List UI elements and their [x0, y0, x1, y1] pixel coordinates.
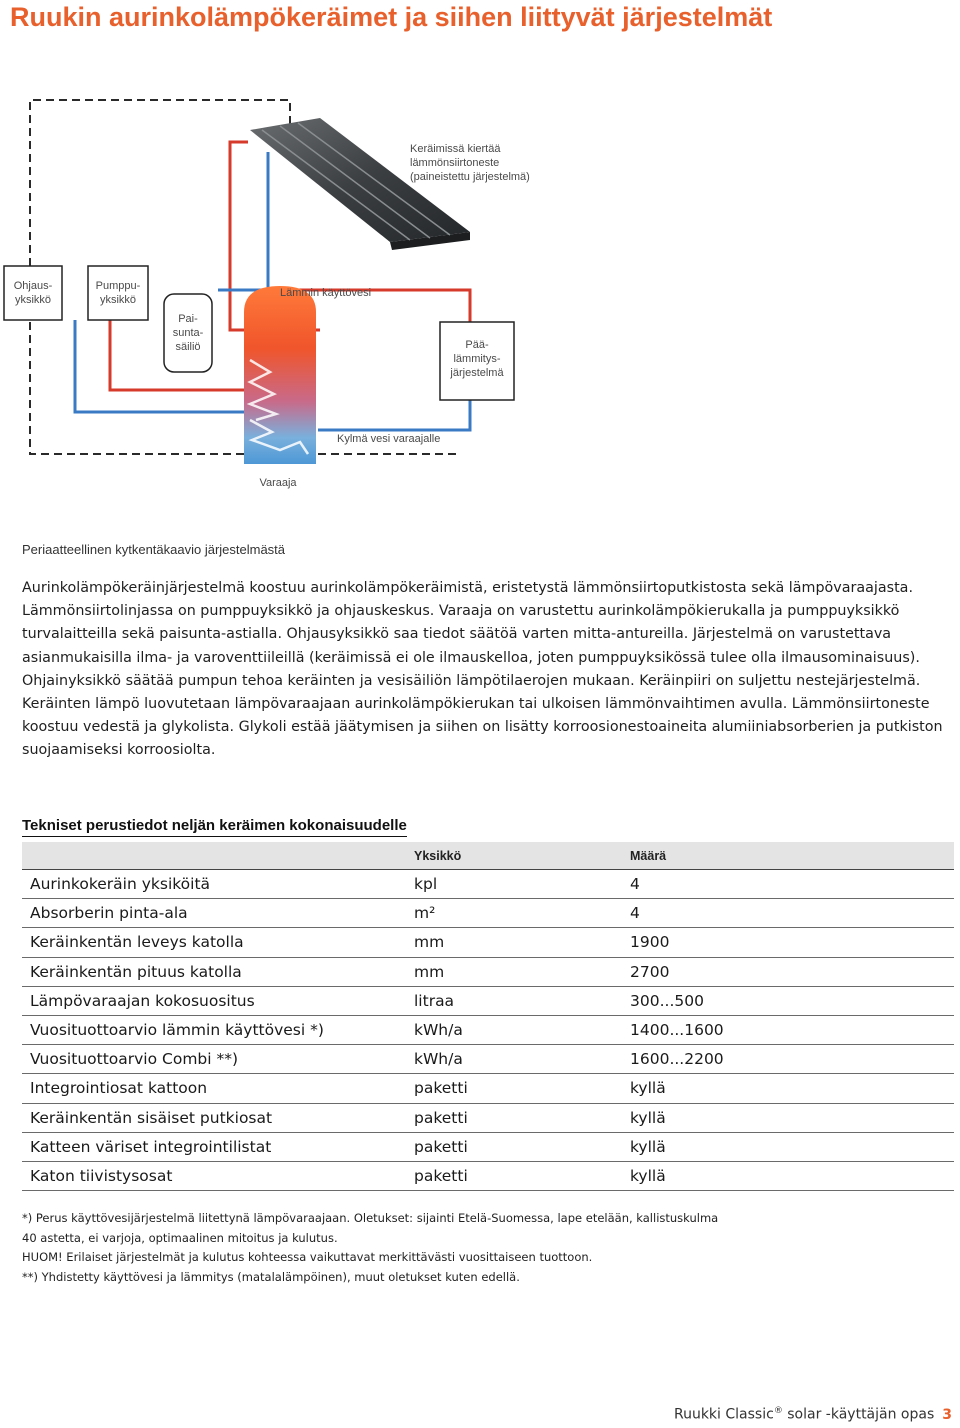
row-property: Lämpövaraajan kokosuositus — [22, 986, 414, 1016]
storage-tank — [244, 286, 316, 464]
expansion-label-3: säiliö — [175, 341, 200, 353]
specs-header-property — [22, 842, 414, 870]
specs-header-amount: Määrä — [630, 842, 954, 870]
footnote-1: *) Perus käyttövesijärjestelmä liitettyn… — [22, 1211, 719, 1225]
hot-water-label: Lämmin käyttövesi — [280, 287, 371, 299]
collector-label-1: Keräimissä kiertää — [410, 143, 501, 155]
hot-coil — [246, 358, 280, 422]
page-footer: Ruukki Classic® solar -käyttäjän opas 3 — [674, 1406, 952, 1423]
row-property: Katteen väriset integrointilistat — [22, 1132, 414, 1162]
pipe-collector-in — [218, 152, 270, 292]
collector-label-3: (paineistettu järjestelmä) — [410, 171, 530, 183]
row-unit: paketti — [414, 1161, 630, 1192]
description-paragraph: Aurinkolämpökeräinjärjestelmä koostuu au… — [22, 580, 943, 759]
row-unit: paketti — [414, 1073, 630, 1104]
row-amount: 4 — [630, 898, 954, 929]
collector-label-2: lämmönsiirtoneste — [410, 157, 499, 169]
footnotes: *) Perus käyttövesijärjestelmä liitettyn… — [22, 1209, 942, 1287]
cold-water-label: Kylmä vesi varaajalle — [337, 433, 440, 445]
row-unit: litraa — [414, 986, 630, 1016]
row-unit: mm — [414, 957, 630, 987]
controller-label-2: yksikkö — [15, 294, 51, 306]
main-heating-box: Pää- lämmitys- järjestelmä — [439, 321, 515, 401]
row-property: Vuosituottoarvio lämmin käyttövesi *) — [22, 1015, 414, 1046]
row-unit: m² — [414, 898, 630, 929]
pump-box: Pumppu- yksikkö — [87, 265, 149, 321]
footnote-note: HUOM! Erilaiset järjestelmät ja kulutus … — [22, 1250, 593, 1264]
main-heating-label-1: Pää- — [465, 339, 489, 351]
row-property: Keräinkentän sisäiset putkiosat — [22, 1103, 414, 1133]
row-unit: kpl — [414, 869, 630, 900]
row-amount: 4 — [630, 869, 954, 900]
main-heating-label-3: järjestelmä — [449, 367, 504, 379]
pipe-cold-water — [318, 400, 472, 432]
solar-coil — [248, 418, 310, 455]
row-unit: mm — [414, 927, 630, 958]
row-amount: 1900 — [630, 927, 954, 958]
page-title: Ruukin aurinkolämpökeräimet ja siihen li… — [10, 2, 773, 32]
solar-collector — [250, 118, 470, 250]
row-unit: paketti — [414, 1132, 630, 1162]
expansion-label-1: Pai- — [178, 313, 198, 325]
row-amount: 1600...2200 — [630, 1044, 954, 1075]
expansion-tank-box: Pai- sunta- säiliö — [163, 293, 213, 373]
footnote-2: **) Yhdistetty käyttövesi ja lämmitys (m… — [22, 1269, 520, 1284]
expansion-label-2: sunta- — [173, 327, 204, 339]
footer-text: solar -käyttäjän opas — [782, 1406, 935, 1423]
pump-label-1: Pumppu- — [96, 280, 141, 292]
table-row: Vuosituottoarvio lämmin käyttövesi *)kWh… — [22, 1015, 954, 1046]
row-unit: paketti — [414, 1103, 630, 1133]
row-amount: kyllä — [630, 1103, 954, 1133]
row-amount: 2700 — [630, 957, 954, 987]
main-heating-label-2: lämmitys- — [453, 353, 500, 365]
row-unit: kWh/a — [414, 1015, 630, 1046]
row-unit: kWh/a — [414, 1044, 630, 1075]
row-amount: 300...500 — [630, 986, 954, 1016]
pipe-return — [73, 320, 244, 414]
specs-header-row: Yksikkö Määrä — [22, 842, 954, 870]
sensor-lines — [29, 99, 460, 455]
controller-box: Ohjaus- yksikkö — [3, 265, 63, 321]
row-amount: kyllä — [630, 1161, 954, 1192]
row-amount: 1400...1600 — [630, 1015, 954, 1046]
tank-label: Varaaja — [259, 477, 297, 489]
diagram-caption: Periaatteellinen kytkentäkaavio järjeste… — [22, 542, 286, 557]
row-property: Keräinkentän leveys katolla — [22, 927, 414, 958]
specs-title: Tekniset perustiedot neljän keräimen kok… — [22, 817, 407, 837]
row-amount: kyllä — [630, 1132, 954, 1162]
system-diagram: Ohjaus- yksikkö Pumppu- yksikkö Pai- sun… — [3, 99, 530, 489]
row-property: Keräinkentän pituus katolla — [22, 957, 414, 987]
footnote-1-cont: 40 astetta, ei varjoja, optimaalinen mit… — [22, 1230, 338, 1245]
specs-header-unit: Yksikkö — [414, 842, 630, 870]
controller-label-1: Ohjaus- — [14, 280, 53, 292]
page-number: 3 — [942, 1406, 952, 1423]
row-property: Katon tiivistysosat — [22, 1161, 414, 1192]
row-property: Vuosituottoarvio Combi **) — [22, 1044, 414, 1075]
pump-label-2: yksikkö — [100, 294, 136, 306]
row-property: Integrointiosat kattoon — [22, 1073, 414, 1104]
row-property: Absorberin pinta-ala — [22, 898, 414, 929]
pipe-flow — [108, 320, 244, 392]
footer-brand: Ruukki Classic — [673, 1406, 774, 1423]
row-property: Aurinkokeräin yksiköitä — [22, 869, 414, 900]
row-amount: kyllä — [630, 1073, 954, 1104]
registered-mark: ® — [773, 1406, 783, 1416]
